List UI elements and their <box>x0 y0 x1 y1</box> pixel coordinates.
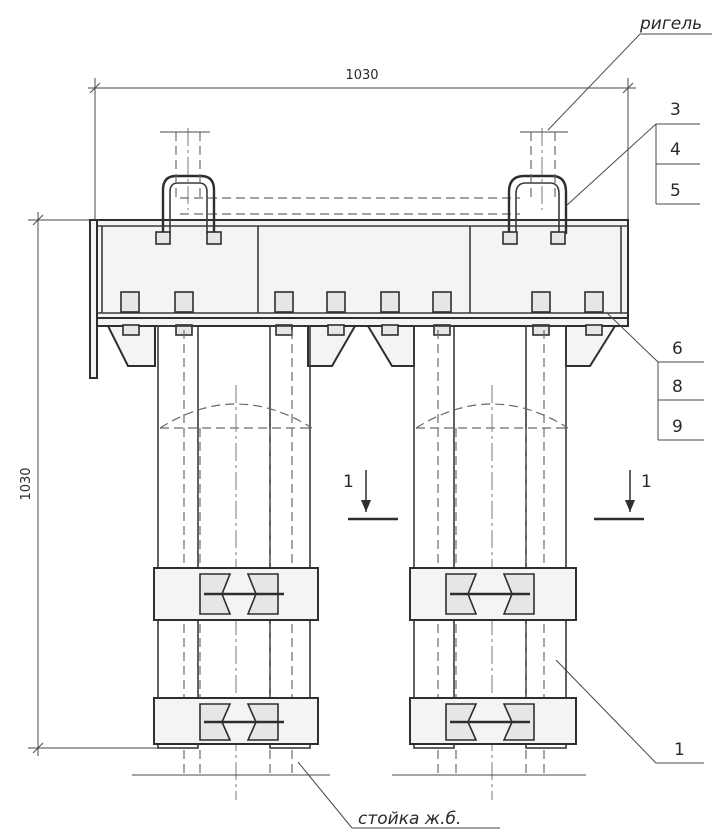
leader-stoyka: стойка ж.б. <box>297 761 500 829</box>
leader-rigel: ригель <box>547 14 712 131</box>
pos-8-label: 8 <box>672 377 683 397</box>
pos-3-label: 3 <box>670 100 681 120</box>
pos-6-label: 6 <box>672 339 683 359</box>
dimension-height: 1030 <box>19 212 160 756</box>
section-right-label: 1 <box>641 472 652 492</box>
leader-1: 1 <box>555 659 704 764</box>
leader-689: 6 8 9 <box>605 311 704 441</box>
crossbar-hidden-outline <box>180 197 520 215</box>
clamp-upper-left <box>153 567 319 621</box>
pos-9-label: 9 <box>672 417 683 437</box>
section-marker-right: 1 <box>594 470 652 521</box>
rigel-label: ригель <box>639 14 702 34</box>
clamp-lower-right <box>409 697 577 745</box>
section-marker-left: 1 <box>343 470 398 521</box>
clamp-upper-right <box>409 567 577 621</box>
pos-4-label: 4 <box>670 140 681 160</box>
leader-345: 3 4 5 <box>565 100 700 207</box>
dimension-width-label: 1030 <box>345 68 378 83</box>
u-bolt-left <box>155 128 222 245</box>
u-bolt-right <box>502 128 568 245</box>
pos-5-label: 5 <box>670 181 681 201</box>
pos-1-label: 1 <box>674 740 685 760</box>
stoyka-label: стойка ж.б. <box>358 809 461 829</box>
bolt-row-top <box>120 291 604 313</box>
dimension-height-label: 1030 <box>19 467 34 500</box>
clamp-lower-left <box>153 697 319 745</box>
section-left-label: 1 <box>343 472 354 492</box>
dimension-width: 1030 <box>88 68 636 222</box>
